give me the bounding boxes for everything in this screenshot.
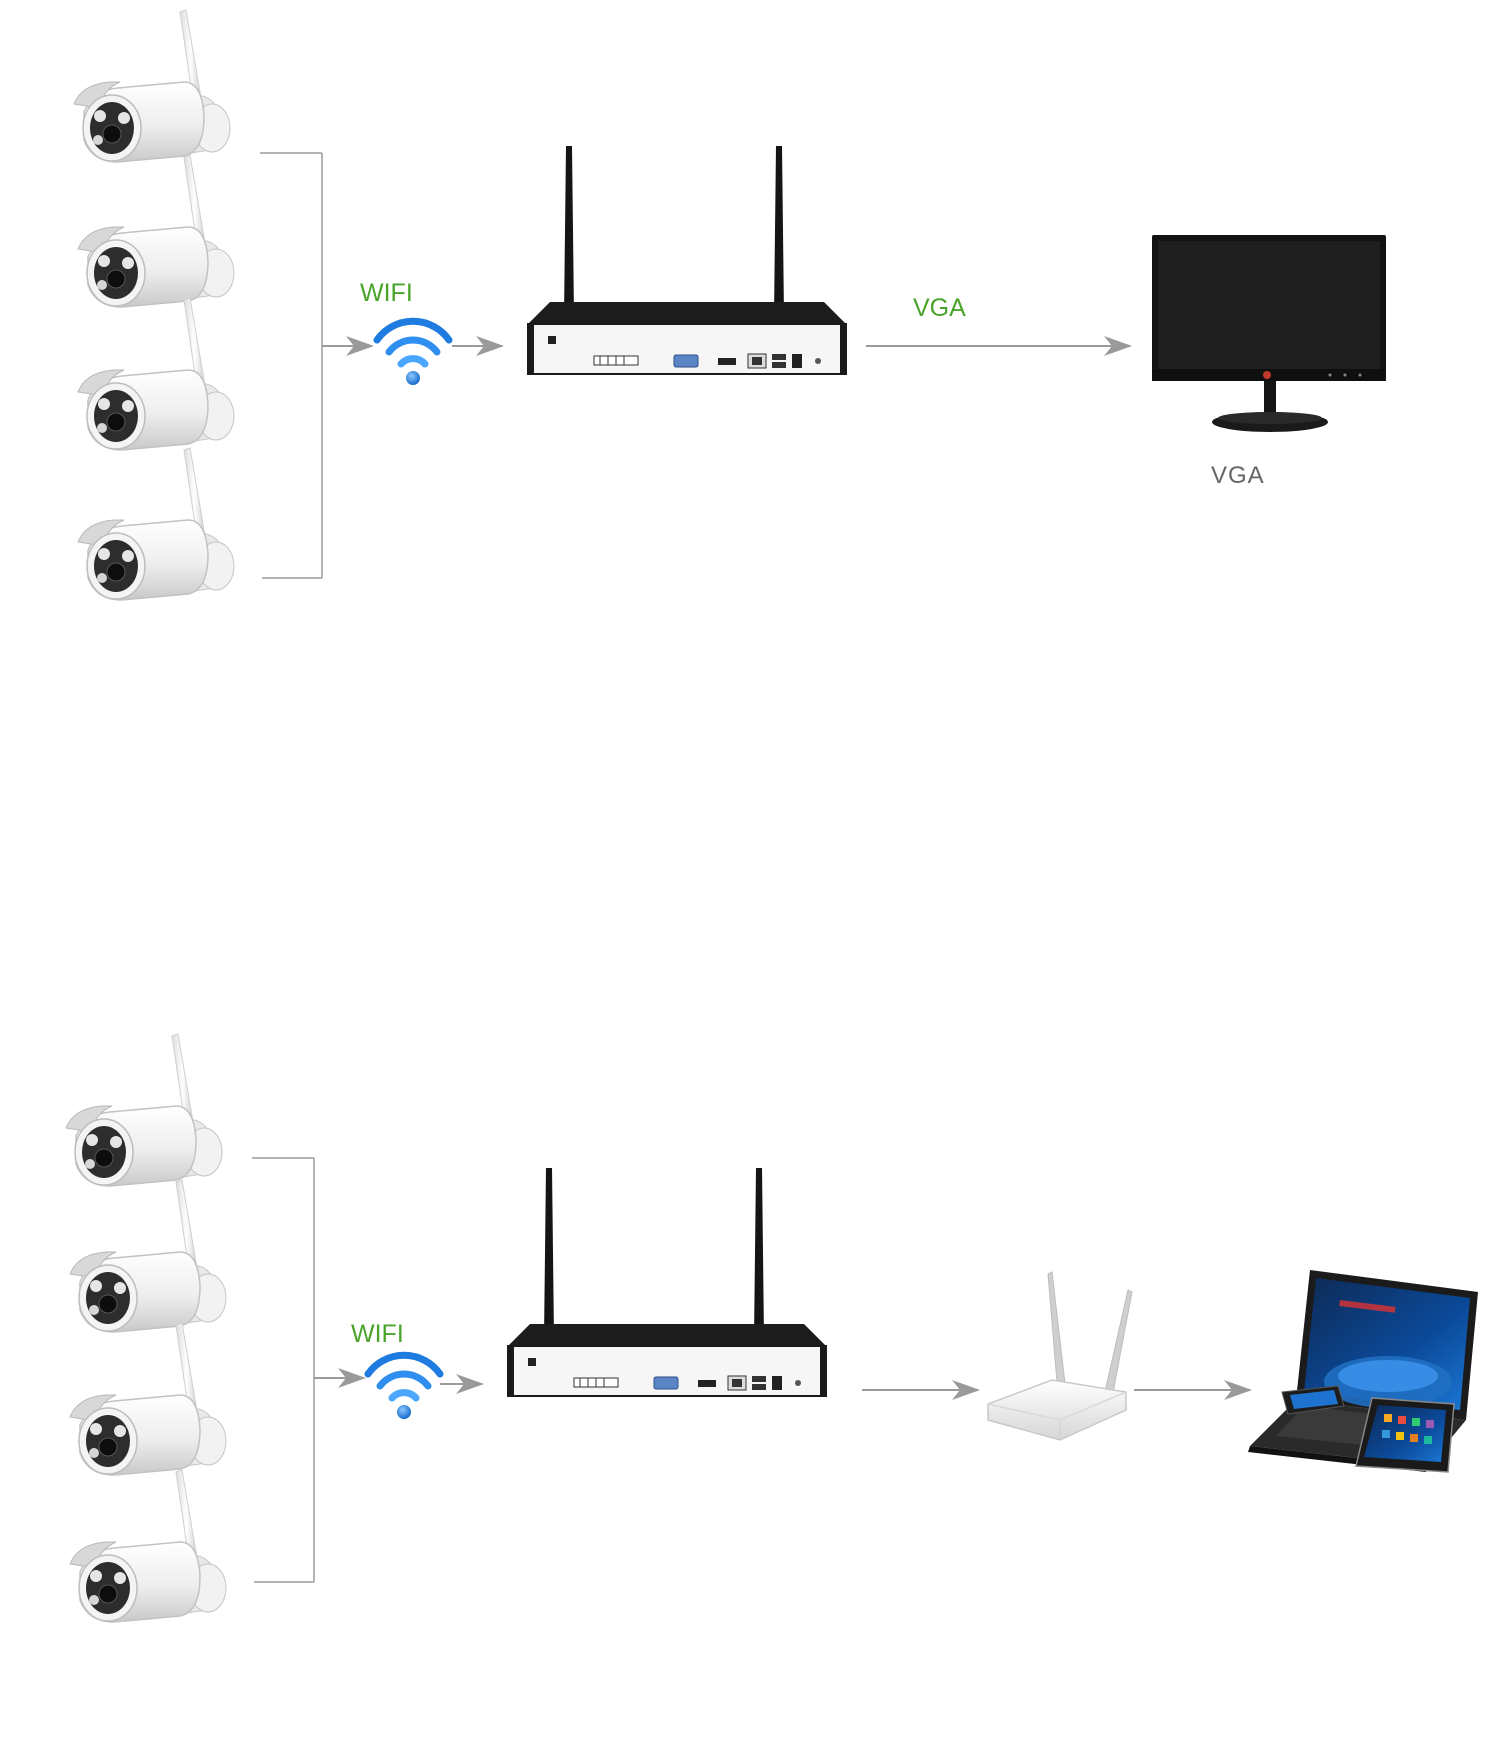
wifi-label: WIFI <box>351 1320 404 1349</box>
camera-2 <box>70 1180 226 1332</box>
monitor-caption: VGA <box>1211 462 1265 490</box>
camera-3 <box>70 1323 226 1475</box>
camera-4 <box>70 1470 226 1622</box>
tablet <box>1356 1398 1454 1472</box>
camera-2 <box>78 155 234 307</box>
wireless-router <box>988 1272 1132 1440</box>
monitor <box>1152 235 1386 432</box>
wifi-icon <box>368 1355 440 1419</box>
wifi-label: WIFI <box>360 279 413 308</box>
camera-3 <box>78 298 234 450</box>
nvr-recorder <box>508 1168 826 1396</box>
diagram-direct-monitor: WIFI VGA VGA <box>0 0 1500 700</box>
camera-connection-lines <box>252 1158 314 1582</box>
nvr-recorder <box>528 146 846 374</box>
wifi-icon <box>377 321 449 385</box>
camera-4 <box>78 448 234 600</box>
vga-link-label: VGA <box>913 294 966 323</box>
camera-1 <box>66 1034 222 1186</box>
camera-1 <box>74 10 230 162</box>
diagram-remote-view: WIFI <box>0 1000 1500 1738</box>
camera-connection-lines <box>260 153 322 578</box>
